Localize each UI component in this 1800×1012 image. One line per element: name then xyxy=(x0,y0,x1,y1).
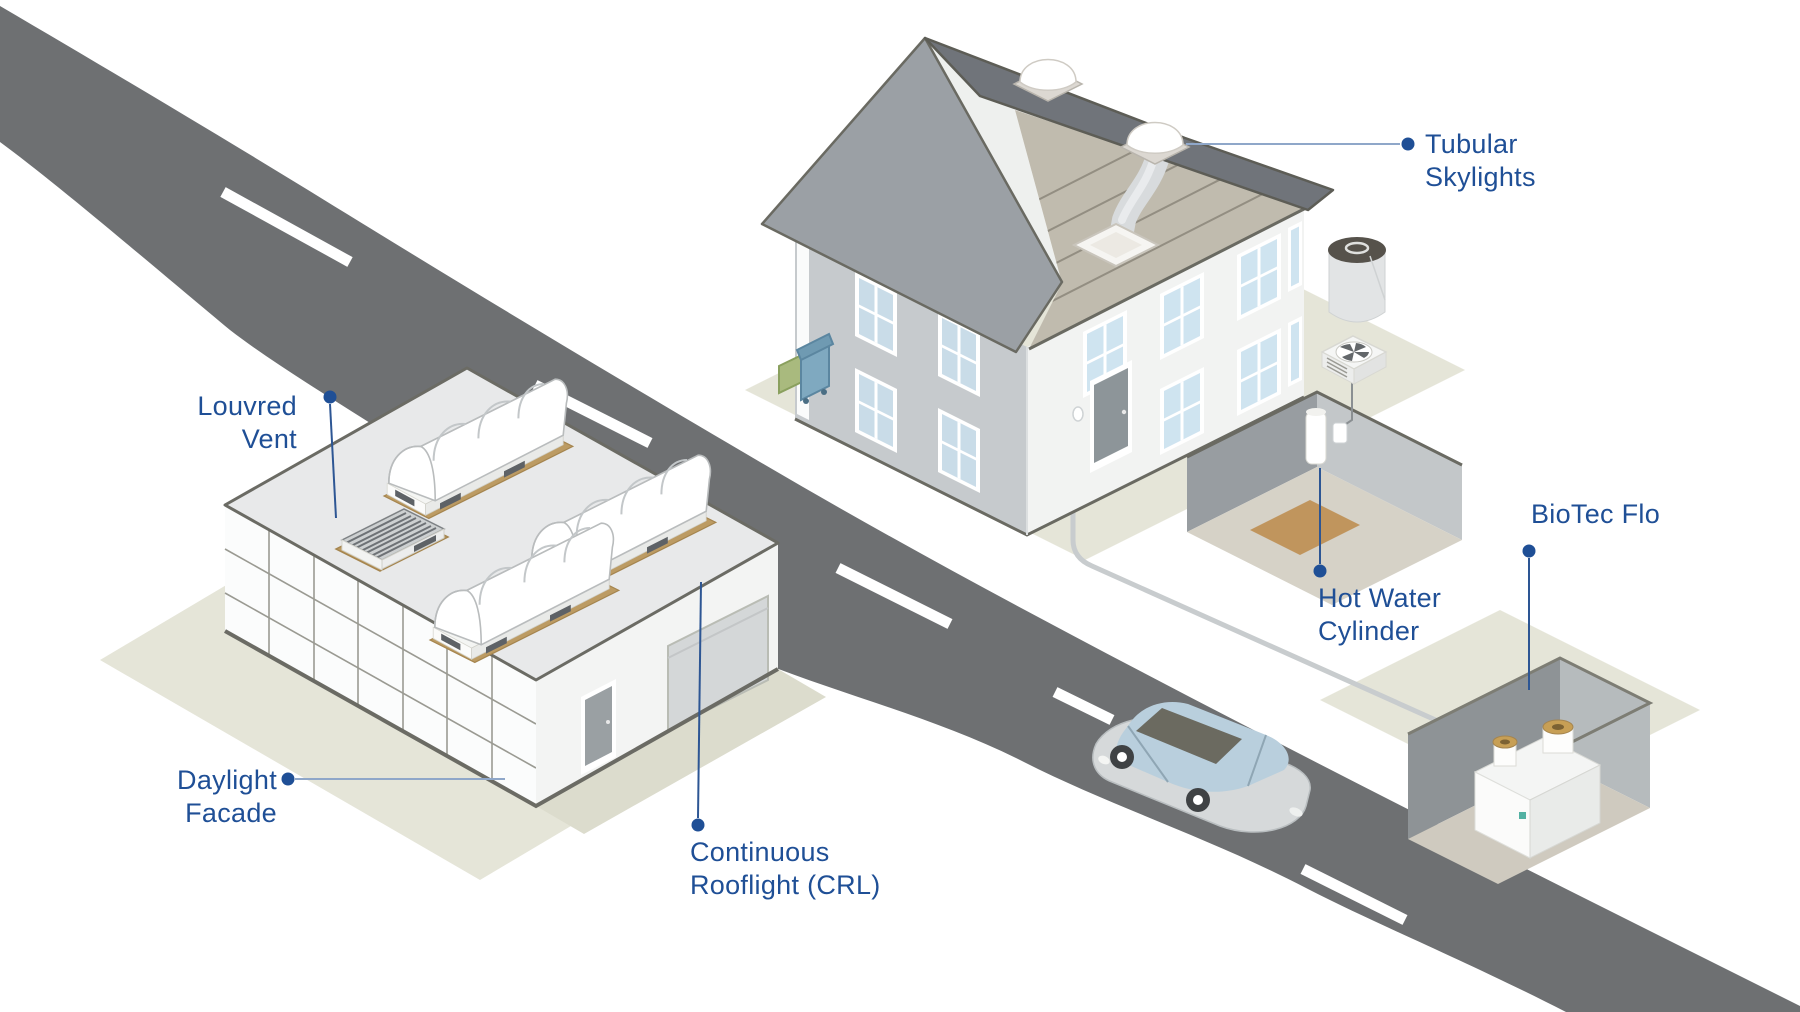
label-hot-water-cylinder: Hot Water Cylinder xyxy=(1318,583,1442,646)
leader-daylight-facade xyxy=(281,772,505,786)
house xyxy=(760,36,1335,537)
car-sunroof xyxy=(1136,708,1242,764)
warehouse-roller-door xyxy=(667,594,769,732)
front-door xyxy=(1090,360,1132,473)
warehouse-personnel-door xyxy=(581,679,616,775)
industrial-building xyxy=(223,366,780,809)
wheelie-bin xyxy=(795,332,835,404)
fan-blades xyxy=(1340,343,1369,361)
leader-tubular-skylights xyxy=(1186,137,1415,151)
leader-continuous-rooflight xyxy=(691,581,705,832)
left-roof-pitch xyxy=(760,36,1064,354)
leader-louvred-vent xyxy=(323,390,337,519)
label-louvred-vent: Louvred Vent xyxy=(197,391,297,454)
road xyxy=(0,6,1800,1012)
callout-leaders xyxy=(281,137,1536,832)
service-pipe xyxy=(1070,492,1442,725)
label-biotec-flo: BioTec Flo xyxy=(1531,499,1661,529)
daylight-facade xyxy=(224,505,537,806)
porch-lamp xyxy=(1072,406,1084,422)
label-tubular-skylights: Tubular Skylights xyxy=(1425,129,1536,192)
fan-unit xyxy=(1320,335,1388,385)
road-markings xyxy=(220,187,1408,925)
label-continuous-rooflight: Continuous Rooflight (CRL) xyxy=(690,837,881,900)
warehouse-shadow xyxy=(536,669,826,834)
basement-mat xyxy=(1250,500,1360,555)
label-daylight-facade: Daylight Facade xyxy=(177,765,277,828)
biotec-flo-unit xyxy=(1473,719,1602,859)
attic-floor xyxy=(1015,110,1308,349)
louvred-vent xyxy=(334,508,450,572)
basement-switch xyxy=(1332,422,1348,444)
biotec-underground-cutaway xyxy=(1070,492,1700,884)
warehouse-roof xyxy=(225,368,778,680)
leader-hot-water-cylinder xyxy=(1313,468,1327,578)
water-tank xyxy=(1328,237,1386,323)
hot-water-cylinder xyxy=(1305,408,1327,465)
car xyxy=(1092,702,1311,833)
house-roof xyxy=(760,36,1335,354)
leader-biotec-flo xyxy=(1522,544,1536,690)
fan-grille xyxy=(1326,357,1348,378)
house-windows-left xyxy=(855,272,980,494)
